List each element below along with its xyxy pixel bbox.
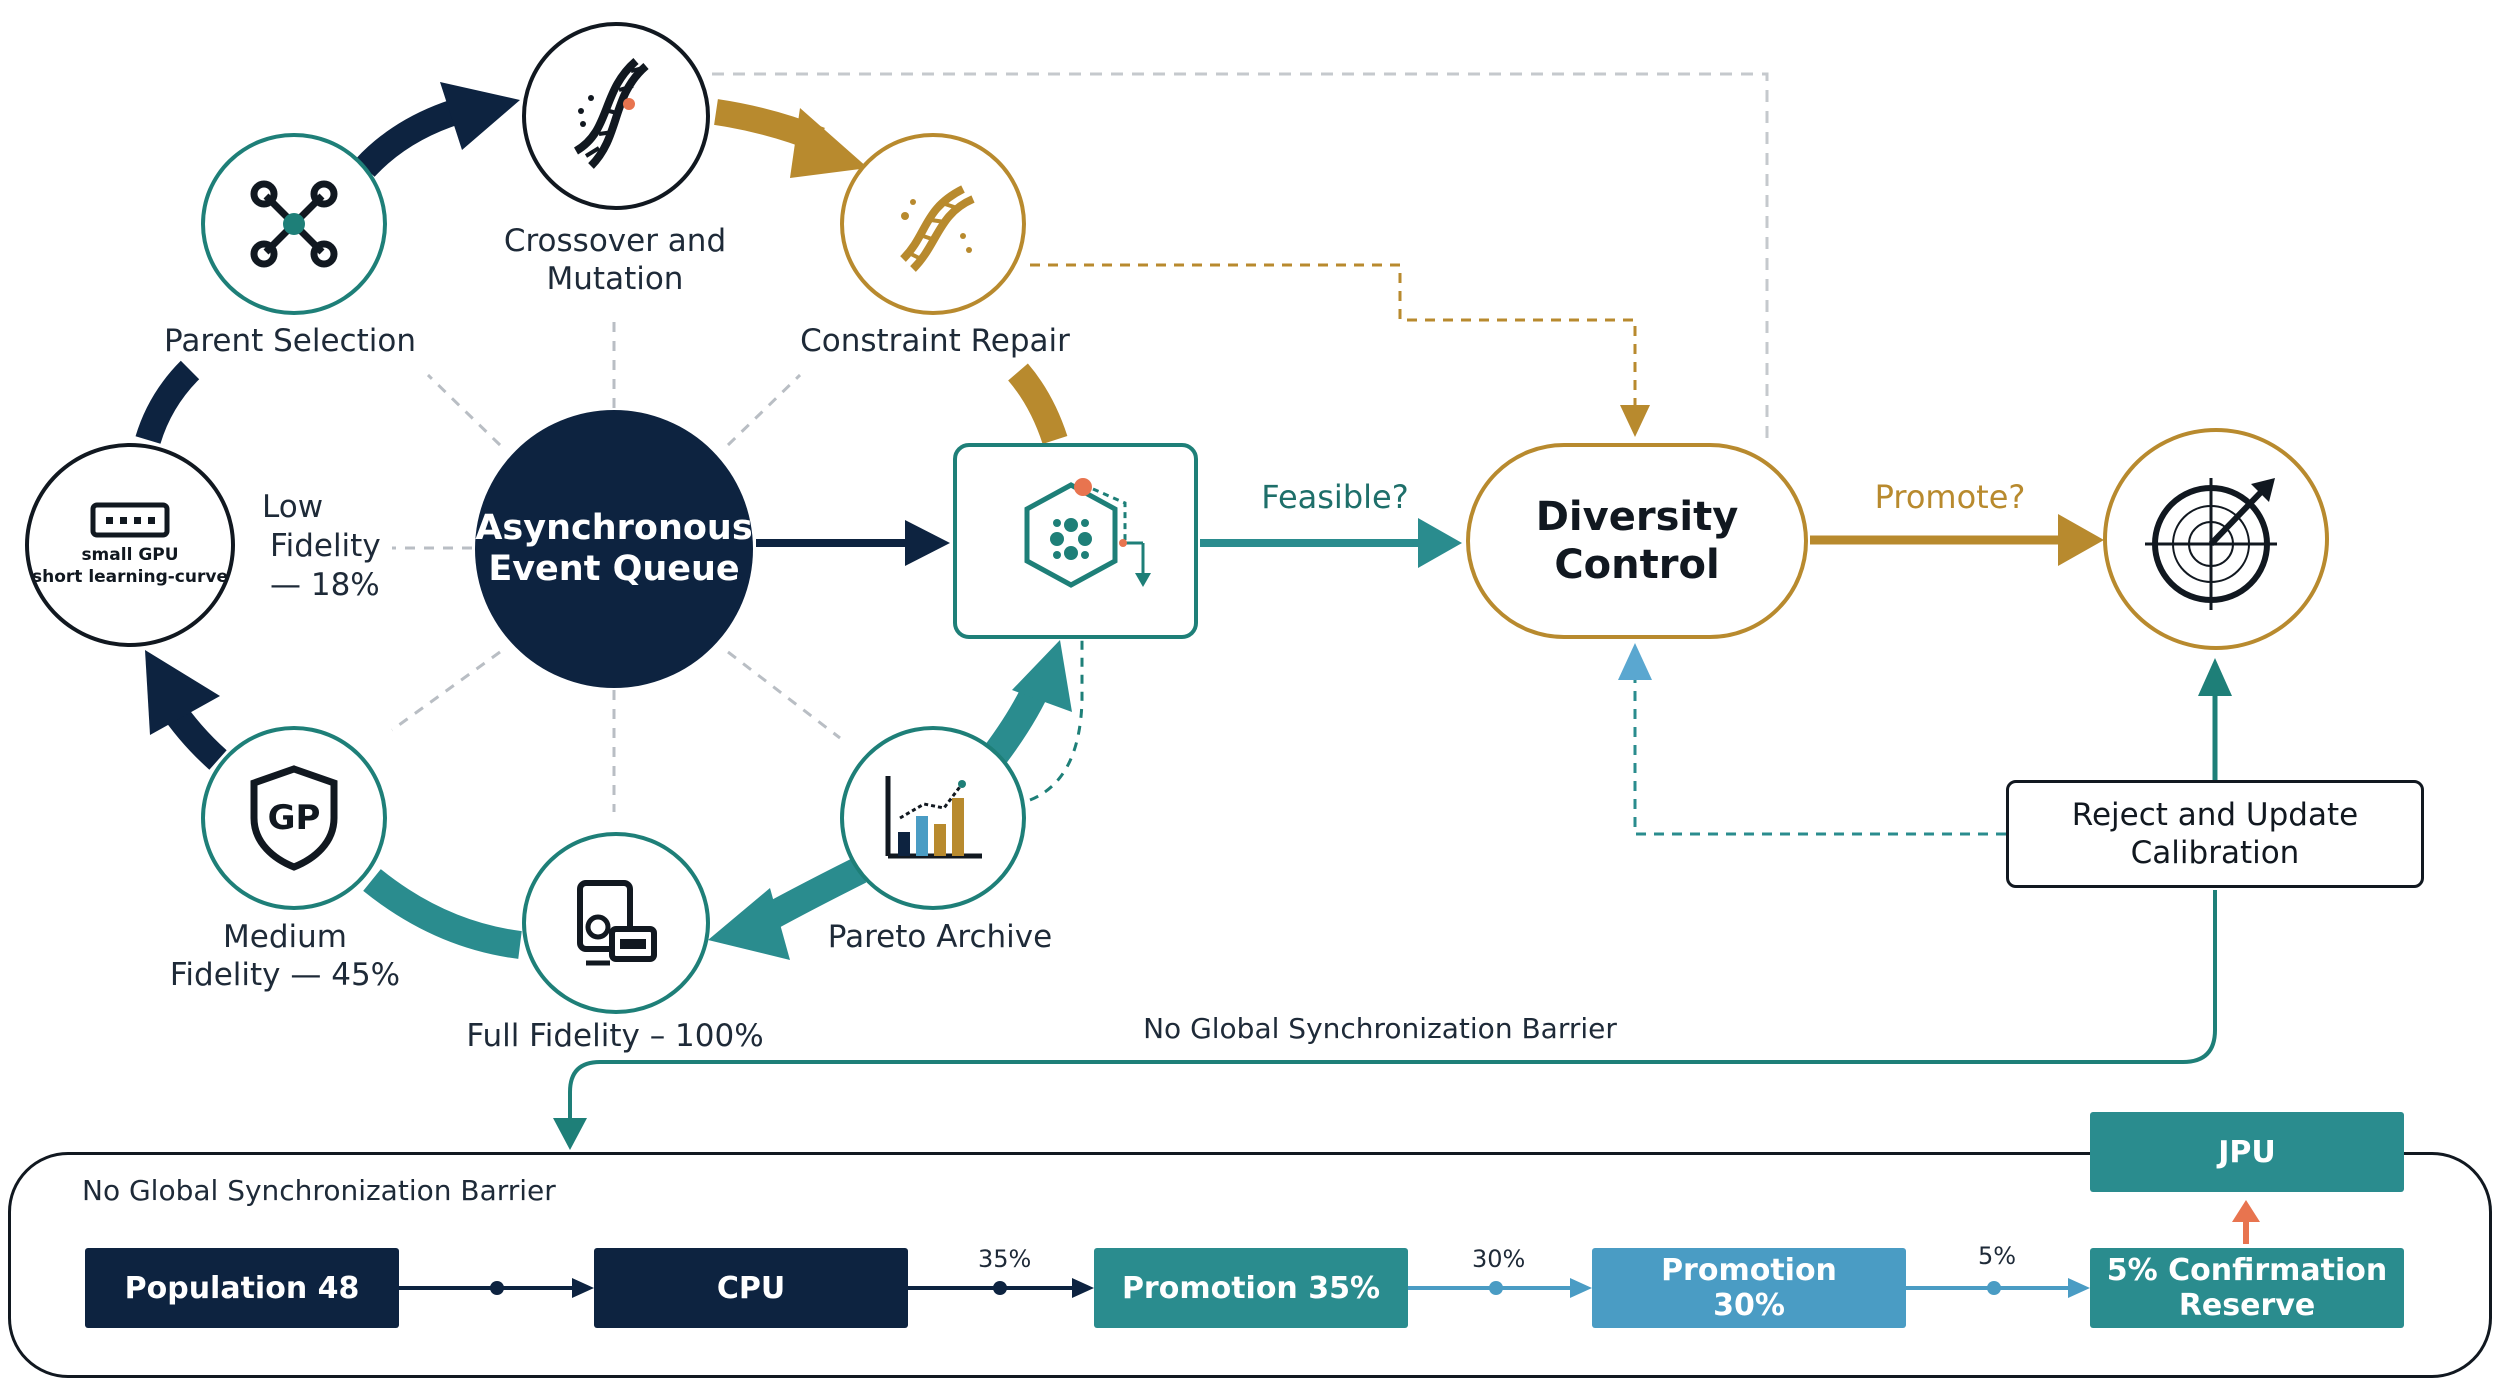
full-fidelity-node[interactable] <box>522 832 710 1014</box>
confirmation-label-1: 5% Confirmation <box>2106 1253 2388 1288</box>
promotion-30-label-2: 30% <box>1713 1288 1785 1323</box>
low-fidelity-label-2: Fidelity <box>270 528 381 564</box>
pct-label-2: 30% <box>1472 1245 1526 1273</box>
promotion-30-box[interactable]: Promotion 30% <box>1592 1248 1906 1328</box>
arrow-no-barrier-return <box>568 890 2217 1128</box>
promotion-target-node[interactable] <box>2103 428 2329 650</box>
dashed-reject-to-diversity <box>1633 668 2006 836</box>
gpu-label-2: short learning-curve <box>32 567 228 587</box>
dna-repair-icon <box>900 185 975 272</box>
confirmation-reserve-box[interactable]: 5% Confirmation Reserve <box>2090 1248 2404 1328</box>
jpu-box[interactable]: JPU <box>2090 1112 2404 1192</box>
asynchronous-event-queue[interactable]: Asynchronous Event Queue <box>475 410 753 688</box>
pct-label-1: 35% <box>978 1245 1032 1273</box>
population-box[interactable]: Population 48 <box>85 1248 399 1328</box>
low-fidelity-node[interactable]: small GPU short learning-curve <box>25 443 235 647</box>
reject-label-2: Calibration <box>2130 835 2300 871</box>
keyboard-icon <box>90 502 170 538</box>
target-radar-icon <box>2145 478 2277 610</box>
medium-fidelity-label-2: Fidelity — 45% <box>169 957 401 993</box>
cpu-document-icon <box>577 880 657 966</box>
evaluation-node[interactable] <box>953 443 1198 639</box>
pareto-archive-node[interactable] <box>840 726 1026 910</box>
arc-repair-to-hex <box>1007 363 1068 445</box>
dashed-repair-to-diversity <box>1030 263 1637 420</box>
parent-selection-node[interactable] <box>201 133 387 315</box>
shield-gpu-icon: GP <box>250 765 338 871</box>
reject-and-update-box[interactable]: Reject and Update Calibration <box>2006 780 2424 888</box>
diversity-label-2: Control <box>1554 542 1720 588</box>
pct-label-3: 5% <box>1978 1242 2017 1270</box>
gpu-label-1: small GPU <box>81 545 179 565</box>
medium-fidelity-node[interactable]: GP <box>201 726 387 910</box>
promotion-30-label-1: Promotion <box>1661 1253 1837 1288</box>
dashed-return-loop <box>712 72 1769 443</box>
pipeline-panel <box>8 1152 2492 1378</box>
diversity-control-node[interactable]: Diversity Control <box>1466 443 1808 639</box>
crossover-label-1: Crossover and <box>503 223 727 259</box>
medium-fidelity-label-1: Medium <box>223 919 347 955</box>
confirmation-label-2: Reserve <box>2178 1288 2316 1323</box>
arc-parent-to-crossover <box>355 99 460 177</box>
reject-label-1: Reject and Update <box>2071 797 2359 833</box>
feasible-label: Feasible? <box>1261 478 1409 516</box>
bar-chart-icon <box>885 776 982 859</box>
promotion-35-box[interactable]: Promotion 35% <box>1094 1248 1408 1328</box>
population-label: Population 48 <box>124 1270 360 1306</box>
jpu-label: JPU <box>2218 1134 2276 1170</box>
network-node-icon <box>250 180 338 268</box>
spokes <box>391 318 841 812</box>
promotion-35-label: Promotion 35% <box>1121 1270 1381 1306</box>
queue-label-1: Asynchronous <box>475 508 753 548</box>
diversity-label-1: Diversity <box>1535 494 1739 540</box>
constraint-repair-node[interactable] <box>840 133 1026 315</box>
arc-low-to-parent <box>135 360 200 444</box>
molecule-hexagon-icon <box>1024 478 1151 588</box>
crossover-label-2: Mutation <box>546 261 684 297</box>
constraint-repair-label: Constraint Repair <box>800 323 1070 359</box>
low-fidelity-label-3: — 18% <box>270 567 380 603</box>
cpu-box[interactable]: CPU <box>594 1248 908 1328</box>
promote-label: Promote? <box>1874 478 2026 516</box>
dashed-pareto-to-hex <box>1029 640 1084 802</box>
parent-selection-label: Parent Selection <box>164 323 416 359</box>
queue-label-2: Event Queue <box>488 549 740 589</box>
full-fidelity-label: Full Fidelity – 100% <box>466 1018 764 1054</box>
pipeline-title: No Global Synchronization Barrier <box>82 1174 556 1207</box>
dna-icon <box>573 57 649 169</box>
crossover-node[interactable] <box>522 22 710 210</box>
cpu-label: CPU <box>716 1270 786 1306</box>
no-barrier-top-label: No Global Synchronization Barrier <box>1143 1012 1617 1045</box>
low-fidelity-label-1: Low <box>262 489 324 525</box>
svg-text:GP: GP <box>268 798 321 838</box>
arc-full-to-medium <box>363 869 522 959</box>
pareto-archive-label: Pareto Archive <box>827 919 1053 955</box>
